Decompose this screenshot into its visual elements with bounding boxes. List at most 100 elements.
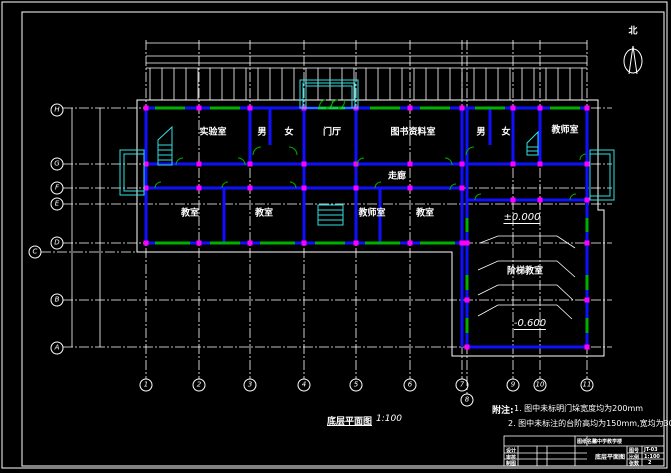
room-label-lobby: 门厅 [322, 127, 342, 138]
column [459, 185, 465, 191]
column [196, 161, 202, 167]
drawing-scale: 1:100 [376, 414, 402, 424]
axis-bubble-3: 3 [243, 378, 257, 392]
walls [144, 106, 589, 349]
column [143, 105, 149, 111]
axis-bubble-B: B [50, 293, 64, 307]
title-block-col-sheets: 张数 [629, 461, 640, 467]
columns [143, 105, 590, 350]
column [353, 185, 359, 191]
title-block-row-design: 设计 [506, 448, 517, 454]
lecture-tiers [477, 235, 576, 320]
north-label: 北 [628, 26, 638, 37]
column [301, 161, 307, 167]
title-block-row-review: 审核 [506, 455, 517, 461]
dimension-lines [71, 42, 587, 347]
room-label-lecture-hall: 阶梯教室 [506, 266, 544, 277]
elevation-ground: ±0.000 [503, 212, 541, 224]
column [407, 105, 413, 111]
column [464, 240, 470, 246]
column [459, 161, 465, 167]
column [143, 185, 149, 191]
column [196, 185, 202, 191]
room-label-classroom-1: 教室 [180, 208, 200, 219]
room-label-teachers-office: 教师室 [551, 125, 579, 136]
title-block-value-scale: 1:100 [644, 454, 660, 460]
column [584, 297, 590, 303]
column [247, 161, 253, 167]
stair-icons [157, 125, 539, 226]
column [537, 197, 543, 203]
column [247, 105, 253, 111]
inner-frame [21, 11, 665, 467]
note-line-1: 1. 图中未标明门垛宽度均为200mm [514, 404, 644, 413]
axis-bubble-D: D [50, 236, 64, 250]
column [459, 105, 465, 111]
title-block-value-sheets: 2 [648, 460, 652, 466]
column [353, 161, 359, 167]
notes-heading: 附注: [492, 406, 514, 416]
side-steps [119, 149, 615, 201]
room-label-men-2: 男 [476, 127, 486, 138]
title-block-value-number: JT-03 [644, 447, 658, 453]
column [407, 161, 413, 167]
drawing-title: 底层平面图 [327, 417, 373, 427]
entrance-steps [299, 79, 359, 109]
column [537, 161, 543, 167]
column [537, 105, 543, 111]
note-line-2: 2. 图中未标注的台阶高均为150mm,宽均为300mm [508, 419, 671, 428]
doors [154, 99, 587, 201]
column [301, 185, 307, 191]
column [143, 161, 149, 167]
room-label-corridor: 走廊 [387, 171, 407, 182]
column [510, 161, 516, 167]
axis-bubble-H: H [50, 103, 64, 117]
axis-bubble-10: 10 [533, 378, 547, 392]
room-label-classroom-2: 教室 [254, 208, 274, 219]
column [407, 240, 413, 246]
column [584, 197, 590, 203]
column [143, 240, 149, 246]
axis-bubble-G: G [50, 157, 64, 171]
column [510, 105, 516, 111]
room-label-women-2: 女 [501, 127, 511, 138]
column [247, 185, 253, 191]
building-outline [136, 99, 605, 357]
title-block-sheet-label: 图纸名称 [577, 439, 598, 445]
axis-bubble-4: 4 [297, 378, 311, 392]
room-label-library: 图书资料室 [390, 127, 436, 138]
axis-bubble-11: 11 [580, 378, 594, 392]
column [459, 240, 465, 246]
column [510, 197, 516, 203]
axis-bubble-8: 8 [460, 393, 474, 407]
room-label-women: 女 [284, 127, 294, 138]
axis-bubble-6: 6 [403, 378, 417, 392]
title-block-col-scale: 比例 [629, 455, 640, 461]
room-label-teachers-office-2: 教师室 [358, 208, 386, 219]
axis-bubble-1: 1 [139, 378, 153, 392]
column [584, 105, 590, 111]
title-block-project: 某中学教学楼 [592, 439, 623, 445]
column [247, 240, 253, 246]
column [196, 240, 202, 246]
title-block-sheet-name: 底层平面图 [595, 454, 626, 461]
column [584, 161, 590, 167]
axis-bubble-C: C [28, 245, 42, 259]
column [301, 240, 307, 246]
room-label-classroom-3: 教室 [415, 208, 435, 219]
axis-bubble-7: 7 [455, 378, 469, 392]
room-label-men: 男 [257, 127, 267, 138]
axis-bubble-5: 5 [349, 378, 363, 392]
column [407, 185, 413, 191]
column [196, 105, 202, 111]
title-block-row-draw: 制图 [506, 461, 517, 467]
elevation-lecture-hall: -0.600 [513, 318, 547, 330]
axis-bubble-9: 9 [506, 378, 520, 392]
title-block-col-number: 图号 [629, 448, 640, 454]
column [584, 344, 590, 350]
column [464, 297, 470, 303]
column [353, 240, 359, 246]
